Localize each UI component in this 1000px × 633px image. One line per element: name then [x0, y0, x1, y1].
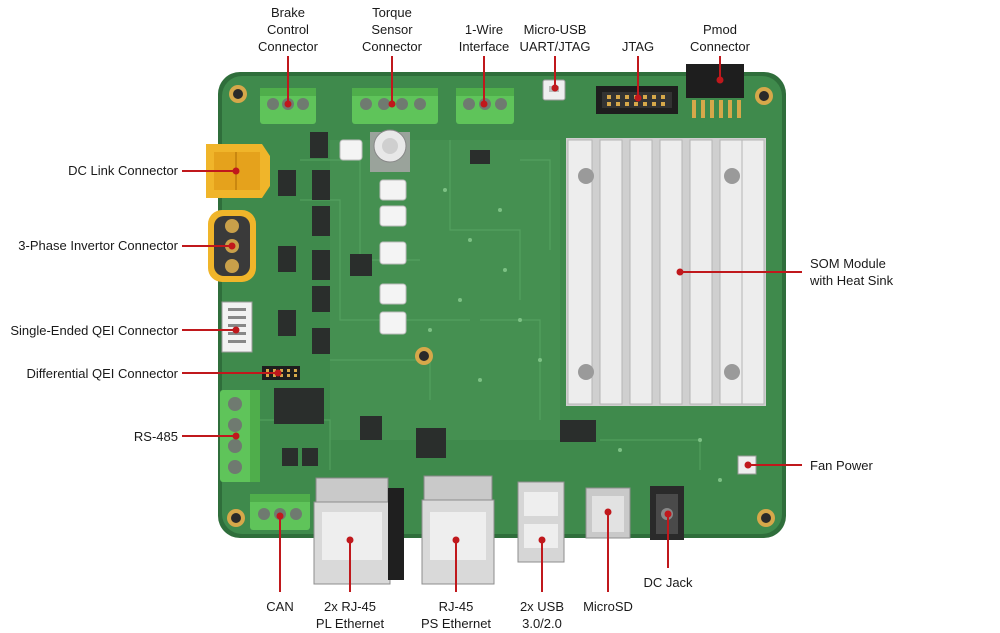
label-3-phase-invertor-connector: 3-Phase Invertor Connector — [18, 238, 178, 253]
label-microsd: MicroSD — [583, 599, 633, 614]
ic-components — [274, 132, 596, 466]
label-brake-control-connector: Brake Control Connector — [258, 5, 318, 54]
pmod-connector — [686, 64, 744, 118]
label-dc-jack: DC Jack — [643, 575, 693, 590]
label-differential-qei-connector: Differential QEI Connector — [26, 366, 179, 381]
label-torque-sensor-connector: Torque Sensor Connector — [362, 5, 422, 54]
label-can: CAN — [266, 599, 294, 614]
mounting-holes — [227, 85, 775, 527]
usb-ports — [517, 481, 565, 563]
label-som-module: SOM Module with Heat Sink — [810, 256, 894, 288]
torque-connector — [352, 88, 438, 124]
rj45-ps-ethernet-jack — [421, 475, 495, 585]
leader-lines — [182, 56, 802, 592]
label-1-wire-interface: 1-Wire Interface — [458, 22, 510, 54]
label-rj45-ps-ethernet: RJ-45 PS Ethernet — [420, 599, 492, 631]
label-2x-usb: 2x USB 3.0/2.0 — [519, 599, 565, 631]
rs485-connector — [220, 390, 260, 482]
capacitor — [370, 129, 410, 172]
label-fan-power: Fan Power — [810, 458, 873, 473]
label-2x-rj45-pl-ethernet: 2x RJ-45 PL Ethernet — [315, 599, 385, 631]
single-ended-qei-connector — [221, 301, 253, 353]
label-jtag: JTAG — [621, 39, 655, 54]
label-pmod-connector: Pmod Connector — [690, 22, 750, 54]
label-rs-485: RS-485 — [133, 429, 178, 444]
label-dc-link-connector: DC Link Connector — [68, 163, 178, 178]
label-micro-usb: Micro-USB UART/JTAG — [519, 22, 591, 54]
rj45-pl-ethernet-jacks — [313, 477, 404, 585]
relays — [339, 139, 407, 335]
label-single-ended-qei-connector: Single-Ended QEI Connector — [10, 323, 178, 338]
